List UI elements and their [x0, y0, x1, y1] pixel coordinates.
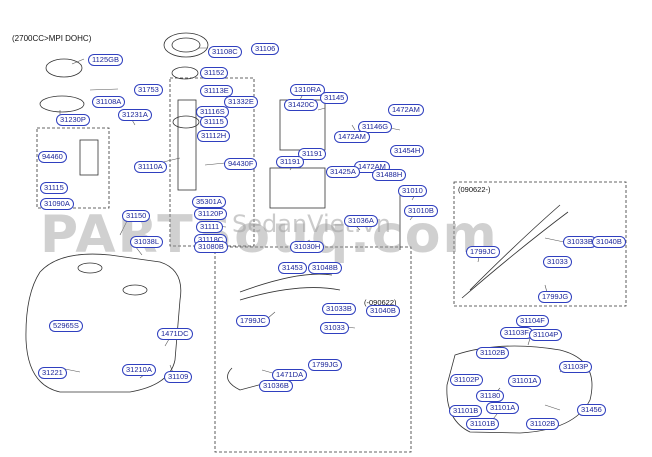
part-callout[interactable]: 31150 — [122, 210, 151, 222]
part-callout[interactable]: 1310RA — [290, 84, 326, 96]
part-callout[interactable]: 1799JG — [538, 291, 573, 303]
part-callout[interactable]: 1125GB — [88, 54, 123, 66]
part-callout[interactable]: 31103F — [500, 327, 533, 339]
part-callout[interactable]: 31456 — [577, 404, 606, 416]
part-callout[interactable]: 31453 — [278, 262, 307, 274]
pump-detail-box — [36, 127, 110, 209]
part-callout[interactable]: 31040B — [592, 236, 626, 248]
part-callout[interactable]: 31454H — [390, 145, 425, 157]
part-callout[interactable]: 1799JC — [466, 246, 500, 258]
part-callout[interactable]: 31113E — [200, 85, 233, 97]
part-callout[interactable]: 31101B — [466, 418, 500, 430]
part-callout[interactable]: 31090A — [40, 198, 74, 210]
cover-plate — [45, 58, 83, 78]
filler-neck — [239, 273, 341, 301]
part-callout[interactable]: 94430F — [224, 158, 258, 170]
fuel-tank — [25, 253, 182, 393]
variant-filler-neck — [461, 204, 569, 299]
variant-date-note-b: (-090622) — [364, 298, 397, 307]
part-callout[interactable]: 31120P — [194, 208, 228, 220]
part-callout[interactable]: 31230P — [56, 114, 90, 126]
part-callout[interactable]: 31102P — [450, 374, 484, 386]
engine-variant-title: (2700CC>MPI DOHC) — [12, 34, 92, 43]
variant-date-note-a: (090622-) — [458, 185, 491, 194]
part-callout[interactable]: 31030H — [290, 241, 325, 253]
part-callout[interactable]: 1472AM — [334, 131, 370, 143]
part-callout[interactable]: 1471DC — [157, 328, 193, 340]
part-callout[interactable]: 31080B — [194, 241, 228, 253]
part-callout[interactable]: 31010B — [404, 205, 438, 217]
part-callout[interactable]: 31108A — [92, 96, 126, 108]
canister-bracket — [269, 167, 326, 209]
part-callout[interactable]: 31033B — [322, 303, 356, 315]
part-callout[interactable]: 31152 — [200, 67, 229, 79]
part-callout[interactable]: 35301A — [192, 196, 226, 208]
part-callout[interactable]: 31112H — [197, 130, 231, 142]
lock-ring — [163, 32, 209, 58]
part-callout[interactable]: 31115 — [200, 116, 228, 128]
part-callout[interactable]: 31101A — [508, 375, 542, 387]
part-callout[interactable]: 31231A — [118, 109, 152, 121]
part-callout[interactable]: 31210A — [122, 364, 156, 376]
part-callout[interactable]: 94460 — [38, 151, 67, 163]
part-callout[interactable]: 31101B — [449, 405, 483, 417]
part-callout[interactable]: 31146G — [358, 121, 393, 133]
part-callout[interactable]: 31010 — [398, 185, 427, 197]
part-callout[interactable]: 31111 — [196, 221, 224, 233]
part-callout[interactable]: 31033 — [320, 322, 349, 334]
part-callout[interactable]: 31103P — [559, 361, 593, 373]
part-callout[interactable]: 31221 — [38, 367, 67, 379]
part-callout[interactable]: 1799JC — [236, 315, 270, 327]
part-callout[interactable]: 31180 — [476, 390, 505, 402]
part-callout[interactable]: 31040B — [366, 305, 400, 317]
part-callout[interactable]: 31420C — [284, 99, 319, 111]
filler-hose — [227, 367, 271, 391]
part-callout[interactable]: 31106 — [251, 43, 280, 55]
part-callout[interactable]: 1472AM — [388, 104, 424, 116]
pump-detail — [79, 139, 99, 176]
vapor-hose-box — [214, 246, 412, 453]
part-callout[interactable]: 31191 — [298, 148, 327, 160]
part-callout[interactable]: 31145 — [320, 92, 349, 104]
part-callout[interactable]: 31101A — [486, 402, 520, 414]
part-callout[interactable]: 31425A — [326, 166, 360, 178]
seal-ring — [39, 95, 85, 113]
part-callout[interactable]: 31104F — [516, 315, 549, 327]
part-callout[interactable]: 31332E — [224, 96, 258, 108]
part-callout[interactable]: 1799JG — [308, 359, 343, 371]
part-callout[interactable]: 31036A — [344, 215, 378, 227]
part-callout[interactable]: 31048B — [308, 262, 342, 274]
tank-shell — [446, 345, 593, 434]
part-callout[interactable]: 31753 — [134, 84, 163, 96]
gasket — [171, 66, 199, 80]
part-callout[interactable]: 31191 — [276, 156, 305, 168]
part-callout[interactable]: 31115 — [40, 182, 68, 194]
pump-body — [177, 99, 197, 191]
part-callout[interactable]: 31033 — [543, 256, 572, 268]
part-callout[interactable]: 31102B — [476, 347, 510, 359]
part-callout[interactable]: 31036B — [259, 380, 293, 392]
part-callout[interactable]: 31038L — [130, 236, 164, 248]
variant-hose-box — [453, 181, 627, 307]
part-callout[interactable]: 31110A — [134, 161, 167, 173]
part-callout[interactable]: 31104P — [529, 329, 563, 341]
part-callout[interactable]: 31488H — [372, 169, 407, 181]
part-callout[interactable]: 31108C — [208, 46, 242, 58]
part-callout[interactable]: 52965S — [49, 320, 83, 332]
part-callout[interactable]: 31102B — [526, 418, 560, 430]
part-callout[interactable]: 31109 — [164, 371, 193, 383]
